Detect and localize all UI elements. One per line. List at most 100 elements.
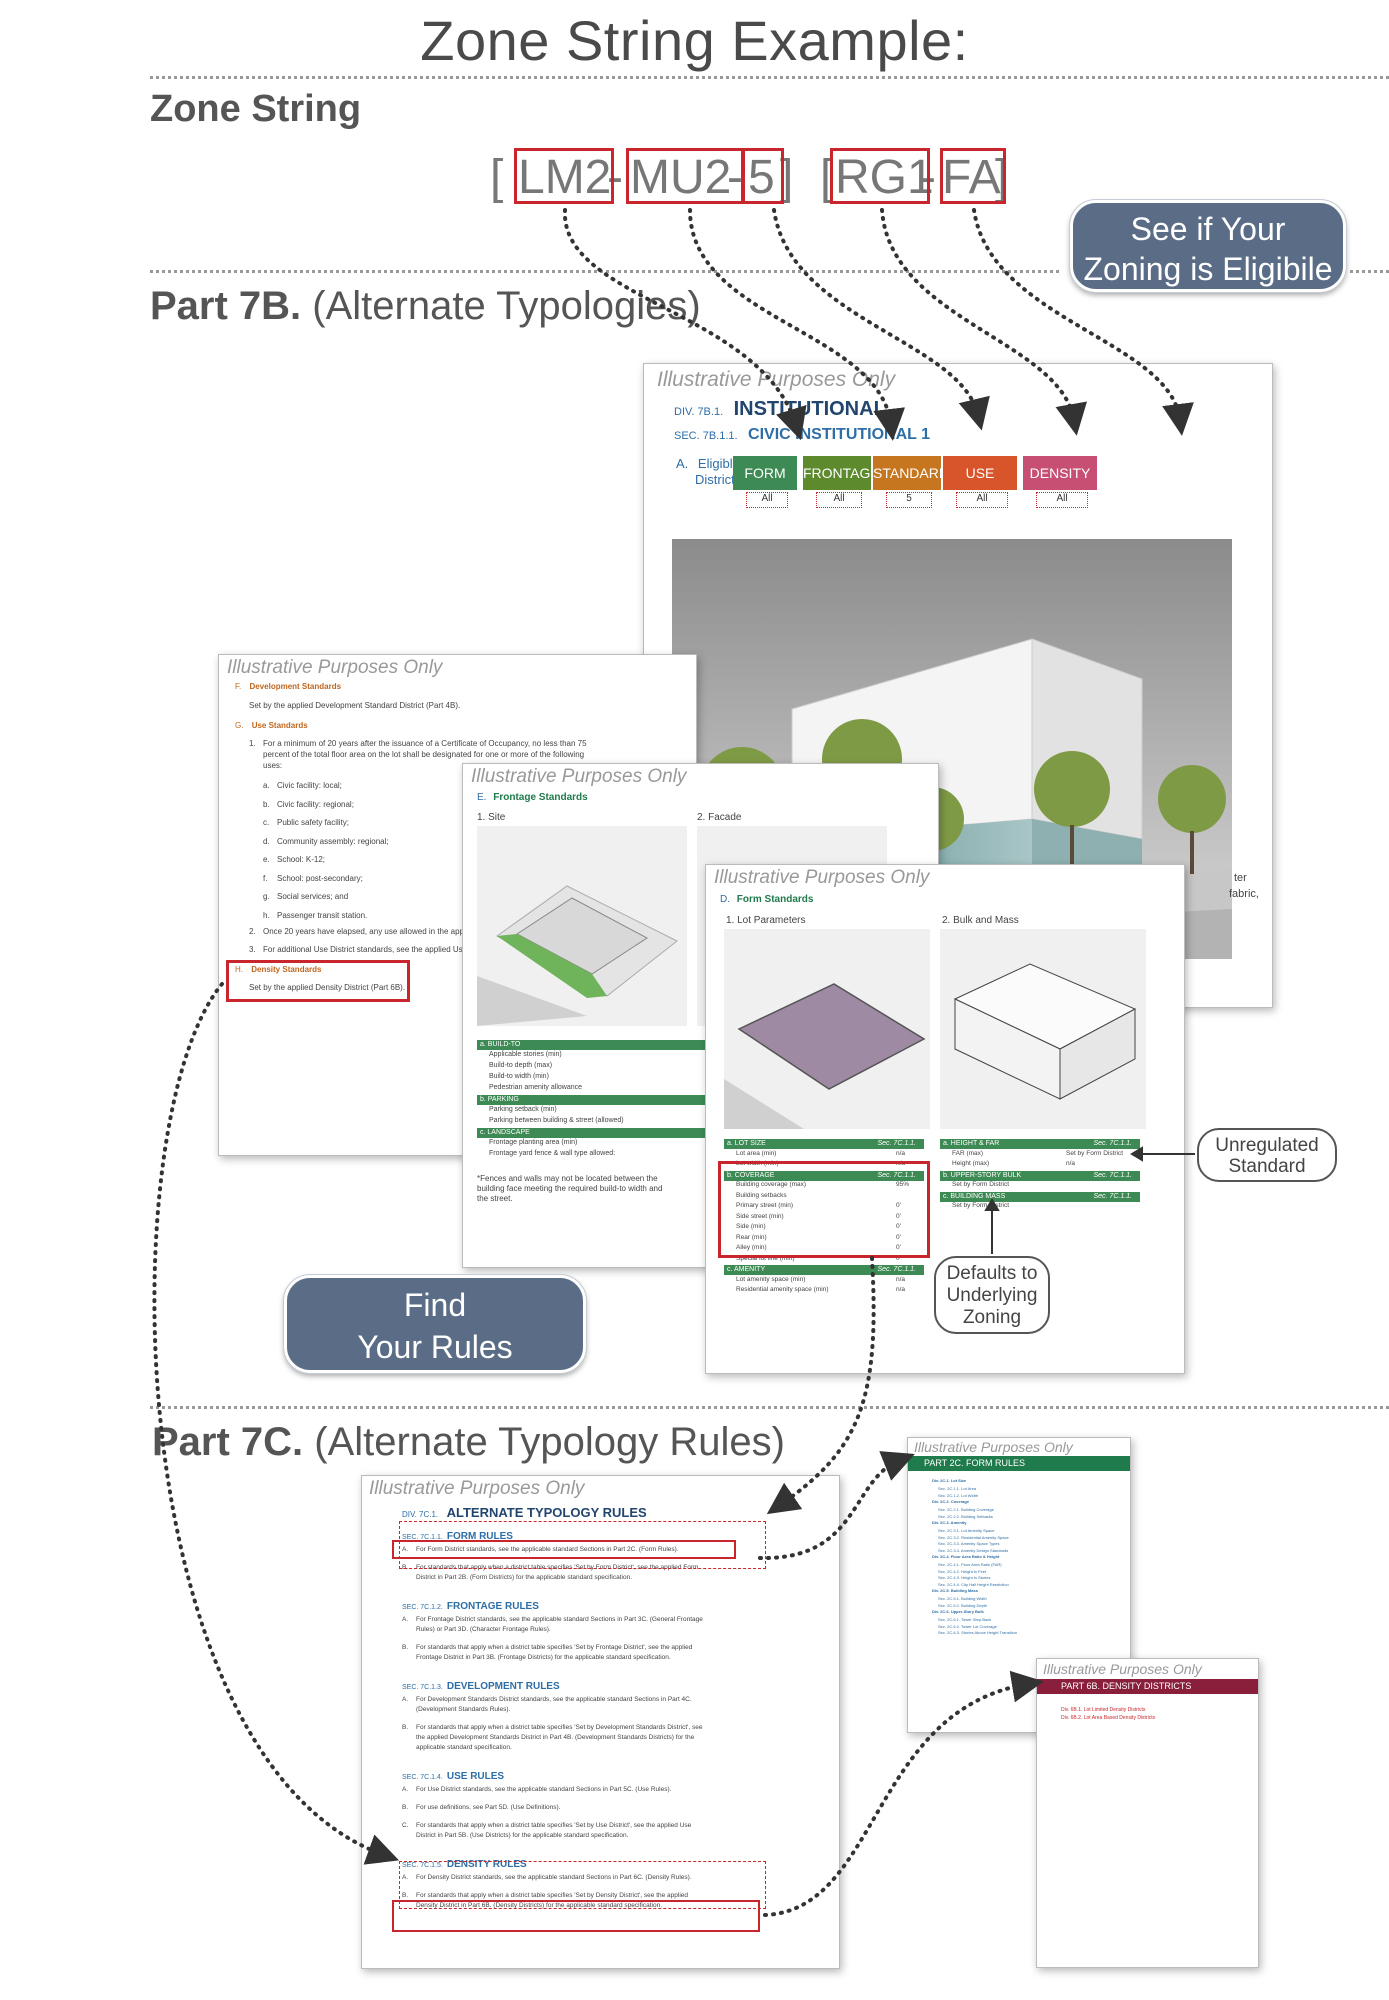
section-label: b. UPPER-STORY BULK: [943, 1171, 1022, 1179]
f-title: Development Standards: [249, 682, 342, 691]
watermark: Illustrative Purposes Only: [227, 657, 443, 678]
toc-item[interactable]: Div. 2C.1. Lot Size: [932, 1478, 967, 1483]
rule-letter: B.: [402, 1724, 409, 1731]
district-chip-frontage[interactable]: FRONTAGE: [803, 456, 880, 490]
f-text: Set by the applied Development Standard …: [249, 701, 461, 710]
toc-item[interactable]: Sec. 2C.4.3. Height in Stories: [938, 1575, 991, 1580]
find-button-line2: Your Rules: [357, 1329, 513, 1365]
rule-text: Density District in Part 6B. (Density Di…: [416, 1902, 663, 1909]
district-chip-density[interactable]: DENSITY: [1023, 456, 1097, 490]
part7c-bold: Part 7C.: [152, 1420, 304, 1464]
token-highlight: [830, 148, 930, 204]
zone-token[interactable]: LM2: [518, 151, 612, 204]
table-row-value: n/a: [896, 1275, 906, 1283]
toc-item[interactable]: Sec. 2C.5.1. Building Width: [938, 1596, 987, 1601]
rule-text: For Use District standards, see the appl…: [416, 1786, 672, 1793]
see-if-eligible-button[interactable]: See if Your Zoning is Eligibile: [1069, 199, 1347, 293]
toc-item[interactable]: Sec. 2C.2.2. Building Setbacks: [938, 1513, 993, 1519]
eligible-label-2: Districts: [695, 472, 742, 487]
watermark: Illustrative Purposes Only: [914, 1439, 1073, 1455]
density-toc-item[interactable]: Div. 6B.2. Lot Area Based Density Distri…: [1061, 1715, 1156, 1721]
toc-item[interactable]: Sec. 2C.6.3. Stories Above Height Transi…: [938, 1630, 1017, 1635]
e-label: E.: [477, 792, 487, 803]
use-letter: e.: [263, 855, 270, 864]
page-title: Zone String Example:: [420, 9, 969, 72]
district-chip-standard[interactable]: STANDARD: [873, 456, 949, 490]
rule-text: For Form District standards, see the app…: [416, 1546, 679, 1553]
district-chip-form[interactable]: FORM: [733, 456, 797, 490]
district-value-frontage: All: [816, 492, 862, 508]
h-title: Density Standards: [251, 965, 322, 974]
item-1-text: percent of the total floor area on the l…: [263, 750, 585, 759]
table-row-value: 0': [896, 1244, 901, 1251]
toc-item[interactable]: Div. 2C.3. Amenity: [932, 1520, 967, 1525]
toc-item[interactable]: Sec. 2C.3.4. Amenity Design Standards: [938, 1547, 1009, 1553]
rule-text: District in Part 5B. (Use Districts) for…: [416, 1832, 629, 1839]
watermark: Illustrative Purposes Only: [471, 766, 687, 787]
toc-item[interactable]: Sec. 2C.2.1. Building Coverage: [938, 1507, 994, 1512]
toc-item[interactable]: Sec. 2C.4.1. Floor Area Ratio (FAR): [938, 1562, 1002, 1567]
rules-sec-label: SEC. 7C.1.2.: [402, 1604, 443, 1611]
zone-token[interactable]: RG1: [835, 151, 934, 204]
d-label: D.: [720, 894, 730, 905]
div-label: DIV. 7B.1.: [674, 406, 724, 418]
toc-item[interactable]: Sec. 2C.6.2. Tower Lot Coverage: [938, 1623, 997, 1629]
section-label: a. BUILD-TO: [480, 1041, 521, 1048]
watermark: Illustrative Purposes Only: [369, 1478, 585, 1499]
rule-letter: A.: [402, 1696, 409, 1703]
rule-text: applicable standard specification.: [416, 1744, 512, 1751]
g-label: G.: [235, 721, 244, 730]
table-row-label: Rear (min): [736, 1233, 767, 1241]
toc-item[interactable]: Sec. 2C.6.1. Tower Step-Back: [938, 1617, 992, 1622]
toc-item[interactable]: Div. 2C.5. Building Mass: [932, 1588, 978, 1593]
item-3-num: 3.: [249, 945, 256, 954]
section-ref: Sec. 7C.1.1.: [1093, 1192, 1132, 1200]
rule-text: Rules) or Part 3D. (Character Frontage R…: [416, 1626, 551, 1633]
density-toc-item[interactable]: Div. 6B.1. Lot Limited Density Districts: [1061, 1707, 1146, 1713]
coverage-highlight: [718, 1161, 930, 1258]
use-item: Community assembly: regional;: [277, 836, 389, 846]
table-row-label: Frontage yard fence & wall type allowed:: [489, 1150, 616, 1157]
zone-string-label: Zone String: [150, 88, 362, 130]
table-row-label: Primary street (min): [736, 1202, 794, 1209]
zone-token[interactable]: MU2: [630, 151, 732, 204]
toc-item[interactable]: Sec. 2C.3.1. Lot Amenity Space: [938, 1528, 995, 1533]
item-1-num: 1.: [249, 739, 256, 748]
district-chip-use[interactable]: USE: [943, 456, 1017, 490]
toc-item[interactable]: Sec. 2C.5.2. Building Depth: [938, 1602, 988, 1608]
table-row-label: Lot area (min): [736, 1149, 777, 1157]
zone-token[interactable]: FA: [942, 151, 1001, 204]
zone-token[interactable]: 5: [748, 151, 775, 204]
density-standards-highlight: [226, 960, 410, 1002]
section-label: b. COVERAGE: [727, 1171, 775, 1179]
rules-sec-title: FRONTAGE RULES: [446, 1601, 539, 1612]
toc-item[interactable]: Sec. 2C.4.4. City Hall Height Restrictio…: [938, 1581, 1009, 1587]
rules-div-title: ALTERNATE TYPOLOGY RULES: [446, 1505, 647, 1520]
rules-sec-label: SEC. 7C.1.5.: [402, 1862, 443, 1869]
toc-item[interactable]: Sec. 2C.3.3. Amenity Space Types: [938, 1541, 1000, 1546]
table-row-value: 0': [896, 1202, 901, 1209]
toc-item[interactable]: Sec. 2C.3.2. Residential Amenity Space: [938, 1534, 1009, 1540]
facade-label: 2. Facade: [697, 812, 742, 823]
toc-item[interactable]: Sec. 2C.4.2. Height in Feet: [938, 1568, 987, 1574]
table-row-label: Side (min): [736, 1223, 766, 1230]
rules-sec-label: SEC. 7C.1.3.: [402, 1684, 443, 1691]
table-row-label: FAR (max): [952, 1149, 984, 1157]
section-ref: Sec. 7C.1.1.: [1093, 1140, 1132, 1147]
toc-item[interactable]: Div. 2C.2. Coverage: [932, 1499, 970, 1504]
toc-item[interactable]: Div. 2C.4. Floor Area Ratio & Height: [932, 1554, 1000, 1559]
eligible-letter: A.: [676, 456, 689, 471]
toc-item[interactable]: Div. 2C.6. Upper-Story Bulk: [932, 1609, 984, 1614]
rules-section-heading: SEC. 7C.1.4.USE RULES: [402, 1766, 504, 1784]
defaults-line2: Underlying: [946, 1285, 1038, 1306]
find-your-rules-button[interactable]: Find Your Rules: [283, 1274, 587, 1374]
token-dash: -: [607, 151, 623, 204]
toc-item[interactable]: Sec. 2C.1.2. Lot Width: [938, 1492, 979, 1498]
toc-item[interactable]: Sec. 2C.1.1. Lot Area: [938, 1486, 977, 1491]
table-row-label: Parking setback (min): [489, 1106, 557, 1113]
defaults-callout: Defaults to Underlying Zoning: [934, 1256, 1050, 1334]
table-row-label: Building coverage (max): [736, 1181, 807, 1188]
use-item: Civic facility: regional;: [277, 799, 354, 809]
